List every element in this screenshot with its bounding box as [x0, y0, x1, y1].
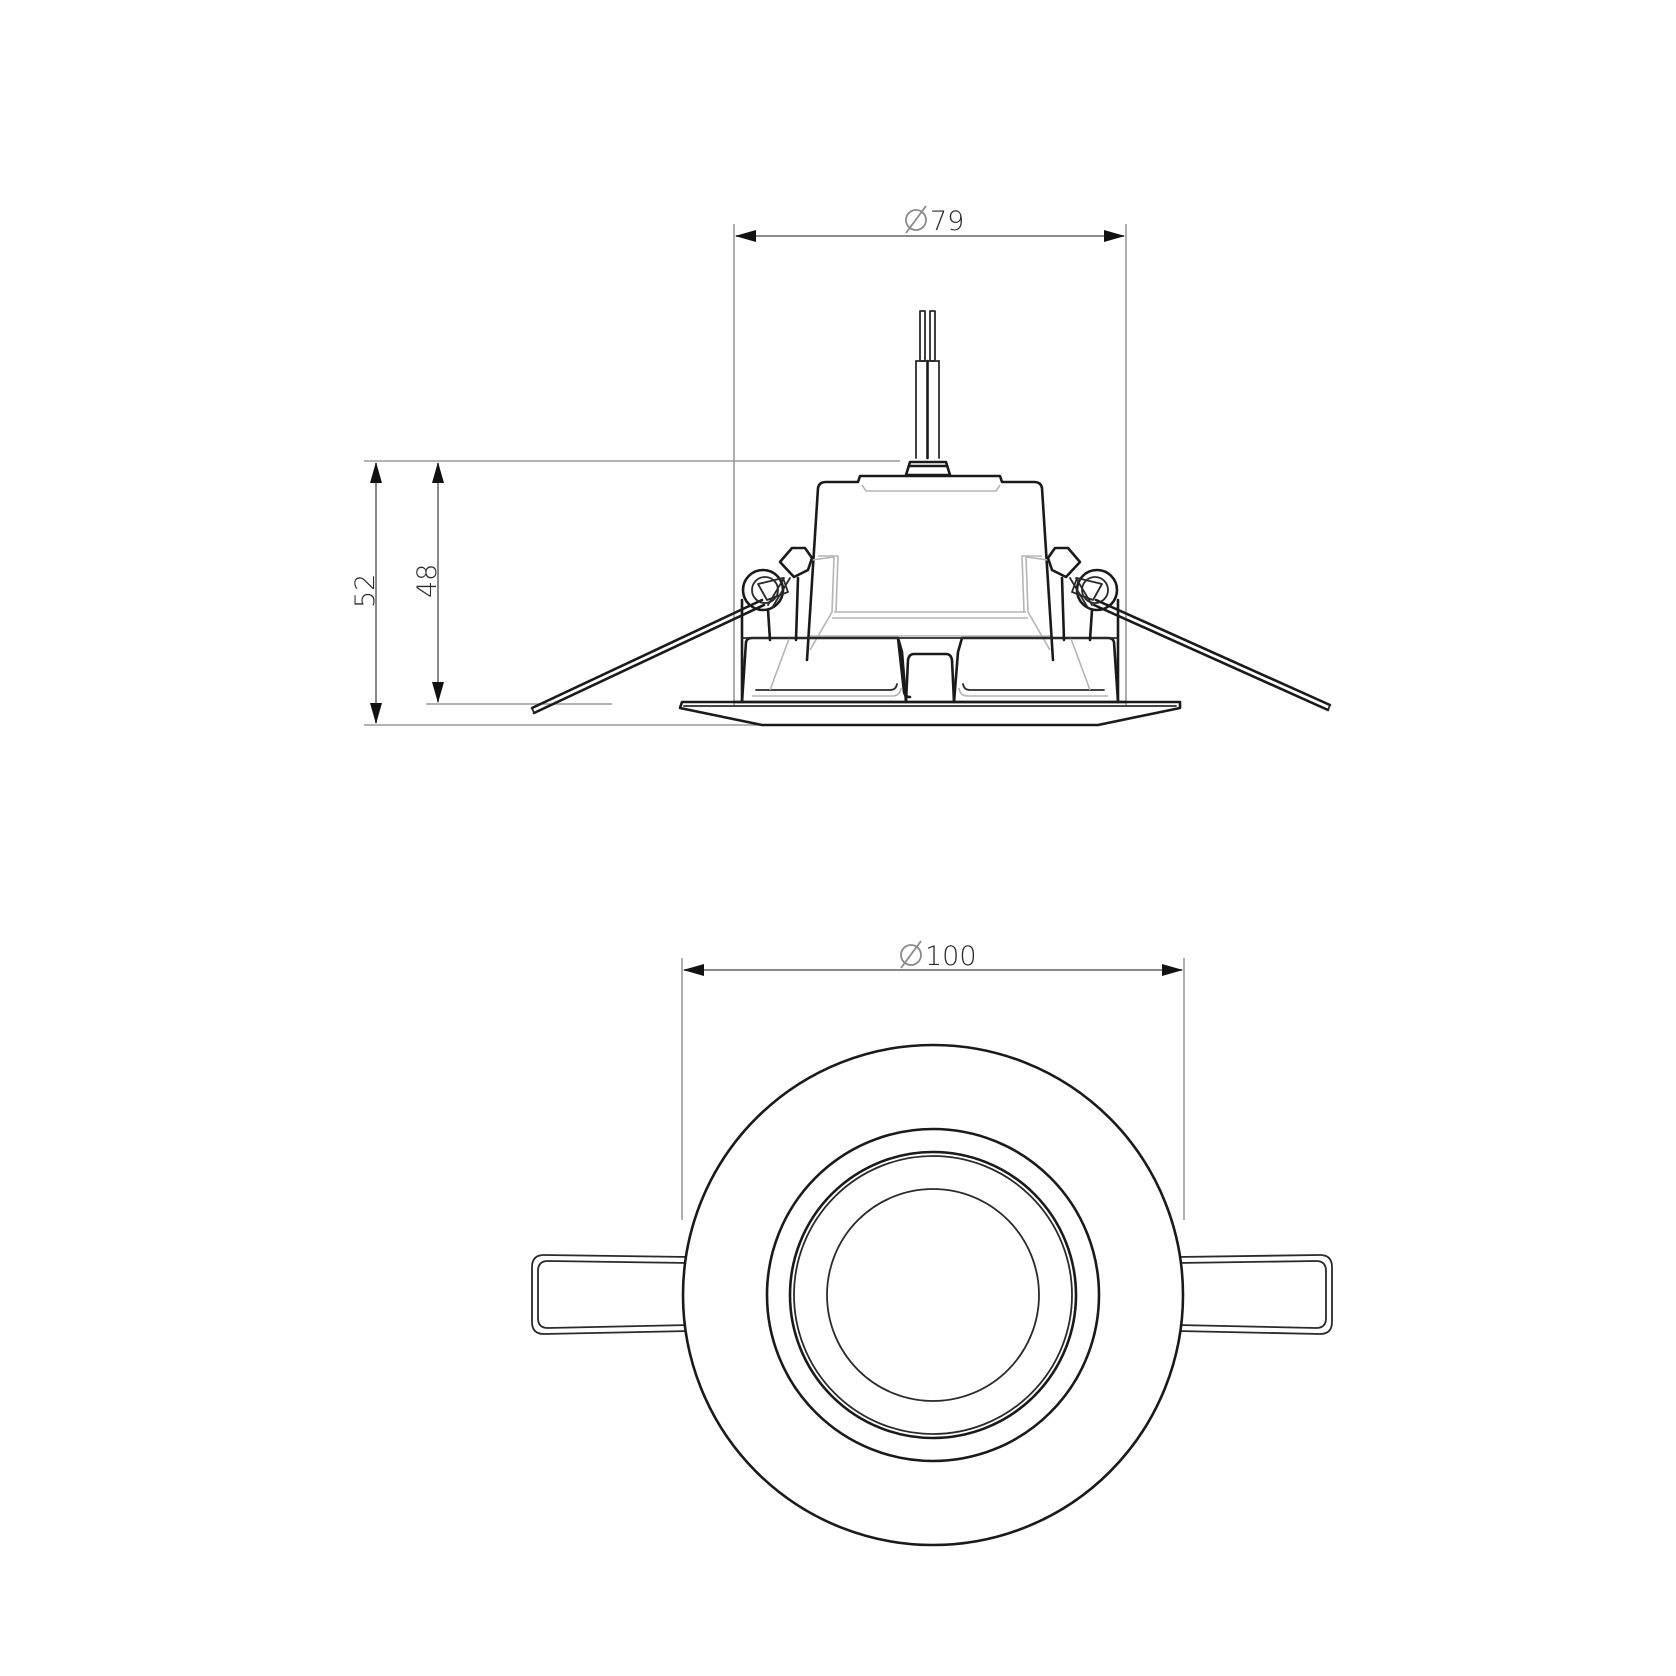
- outer-flange-circle: [681, 1043, 1185, 1547]
- clip-tab-left: [531, 1254, 691, 1335]
- diameter-symbol-icon: [905, 205, 927, 234]
- lens-ring: [788, 1150, 1078, 1440]
- bezel-base: [732, 598, 1128, 704]
- side-view: 79 52 48: [350, 205, 1332, 727]
- bezel-ring: [765, 1127, 1101, 1463]
- clip-tab-right: [1177, 1254, 1333, 1335]
- dimension-label-100: 100: [925, 941, 977, 972]
- cable-gland: [904, 460, 952, 477]
- dimension-label-52: 52: [350, 574, 381, 608]
- bottom-view: 100: [531, 940, 1333, 1547]
- dimension-diameter-79: 79: [733, 205, 1127, 705]
- dimension-diameter-100: 100: [681, 940, 1185, 1220]
- trim-flange: [678, 700, 1182, 727]
- lens: [826, 1188, 1040, 1402]
- spring-clip-left: [530, 546, 814, 715]
- arrowhead-right: [1104, 230, 1125, 242]
- spring-clip-right: [1046, 546, 1332, 712]
- arrowhead-left: [735, 230, 756, 242]
- housing: [805, 474, 1055, 662]
- supply-cable: [915, 310, 940, 460]
- dimension-label-48: 48: [412, 564, 443, 598]
- diameter-symbol-icon: [900, 940, 922, 969]
- dimension-height-52: 52: [350, 460, 900, 726]
- dimension-label-79: 79: [930, 206, 964, 237]
- dimension-height-48: 48: [412, 462, 612, 705]
